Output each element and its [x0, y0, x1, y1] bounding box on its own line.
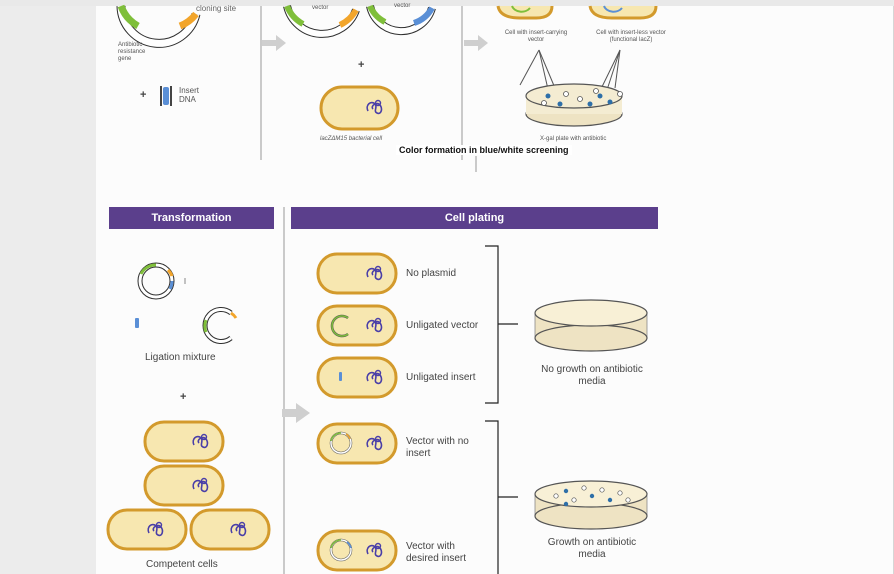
- row-label-vector-desired-insert: Vector with desired insert: [406, 541, 467, 564]
- competent-cell-1: [143, 420, 225, 463]
- host-bacterial-cell: [319, 85, 400, 131]
- plate-no-growth: [534, 299, 648, 352]
- ligation-mixture-label: Ligation mixture: [145, 352, 216, 363]
- plasmid-vector-middle-2: [366, 4, 436, 36]
- vector-label-1: vector: [312, 5, 329, 11]
- arrow-icon: [282, 403, 310, 423]
- cell-insert-carrying: [496, 5, 554, 20]
- svg-text:+: +: [140, 89, 146, 101]
- cloning-site-label: cloning site: [196, 4, 237, 13]
- competent-cell-2: [143, 464, 225, 507]
- arrow-icon: [464, 35, 488, 51]
- ligation-vector-closed: [137, 262, 175, 300]
- row-label-no-plasmid: No plasmid: [406, 268, 457, 279]
- host-cell-label: lacZΔM15 bacterial cell: [320, 136, 383, 142]
- xgal-plate: [525, 83, 623, 127]
- ligation-insert: [135, 318, 139, 328]
- ligation-vector-open: [202, 307, 238, 344]
- plate-growth: [534, 480, 648, 530]
- svg-text:+: +: [358, 59, 364, 71]
- svg-text:+: +: [180, 391, 186, 403]
- figure-card: [96, 6, 893, 574]
- plating-cell-no-plasmid: [316, 252, 398, 295]
- resistance-gene-label: Antibiotic resistance gene: [118, 42, 146, 62]
- plating-cell-vector-desired-insert: [316, 529, 398, 572]
- bracket-growth: [485, 420, 518, 574]
- competent-cell-4: [189, 508, 271, 551]
- cell-insert-label: Cell with insert-carrying vector: [504, 30, 568, 43]
- left-gutter: [0, 6, 96, 574]
- row-label-unligated-vector: Unligated vector: [406, 320, 479, 331]
- bracket-no-growth: [485, 245, 518, 404]
- plating-cell-vector-no-insert: [316, 422, 398, 465]
- plating-cell-unligated-vector: [316, 304, 398, 347]
- competent-cells-label: Competent cells: [146, 559, 218, 570]
- xgal-plate-label: X-gal plate with antibiotic: [540, 136, 607, 142]
- row-label-unligated-insert: Unligated insert: [406, 372, 476, 383]
- row-label-vector-no-insert: Vector with no insert: [406, 436, 469, 459]
- plasmid-vector-middle-1: [283, 4, 360, 38]
- plasmid-vector-left: [116, 4, 201, 48]
- cell-insertless-label: Cell with insert-less vector (functional…: [596, 30, 666, 43]
- cell-plating-header: Cell plating: [291, 207, 658, 229]
- no-growth-label: No growth on antibiotic media: [541, 364, 643, 387]
- figure-caption: Color formation in blue/white screening: [396, 145, 572, 155]
- vector-label-2: vector: [394, 3, 411, 9]
- insert-dna-fragment: [160, 86, 172, 106]
- plating-cell-unligated-insert: [316, 356, 398, 399]
- arrow-icon: [262, 35, 286, 51]
- growth-label: Growth on antibiotic media: [547, 537, 637, 560]
- competent-cell-3: [106, 508, 188, 551]
- insert-dna-label: Insert DNA: [179, 86, 200, 104]
- transformation-header: Transformation: [109, 207, 274, 229]
- cell-insertless: [588, 5, 658, 20]
